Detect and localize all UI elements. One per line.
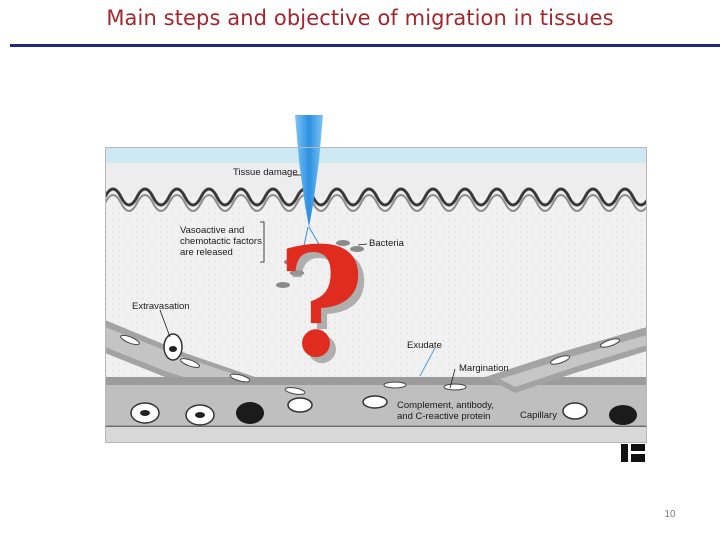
question-mark-shadow: ? — [283, 221, 371, 397]
extravasating-leukocyte — [163, 333, 183, 361]
epidermis-layer — [105, 147, 647, 163]
page-number: 10 — [664, 509, 676, 520]
label-vasoactive-3: are released — [180, 247, 233, 258]
label-margination: Margination — [459, 363, 509, 374]
question-mark-icon: ? — [277, 215, 365, 391]
label-tissue-damage: Tissue damage — [233, 167, 298, 178]
endothelial-cells — [120, 334, 621, 395]
title-divider — [10, 44, 720, 47]
label-capillary: Capillary — [520, 410, 557, 421]
label-extravasation: Extravasation — [132, 301, 190, 312]
label-complement-1: Complement, antibody, — [397, 400, 494, 411]
inflammation-diagram: ? ? Tissue damage Vasoactive and chemota… — [105, 115, 647, 443]
label-exudate: Exudate — [407, 340, 442, 351]
blood-cells — [130, 395, 637, 426]
slide-title: Main steps and objective of migration in… — [106, 6, 614, 30]
label-vasoactive-1: Vasoactive and — [180, 225, 244, 236]
needle-icon — [295, 115, 323, 227]
publisher-logo-icon — [621, 444, 645, 462]
label-complement-2: and C-reactive protein — [397, 411, 490, 422]
label-vasoactive-2: chemotactic factors — [180, 236, 262, 247]
label-bacteria: Bacteria — [369, 238, 405, 249]
basement-membrane — [105, 187, 647, 207]
bacteria-cluster — [276, 240, 364, 288]
